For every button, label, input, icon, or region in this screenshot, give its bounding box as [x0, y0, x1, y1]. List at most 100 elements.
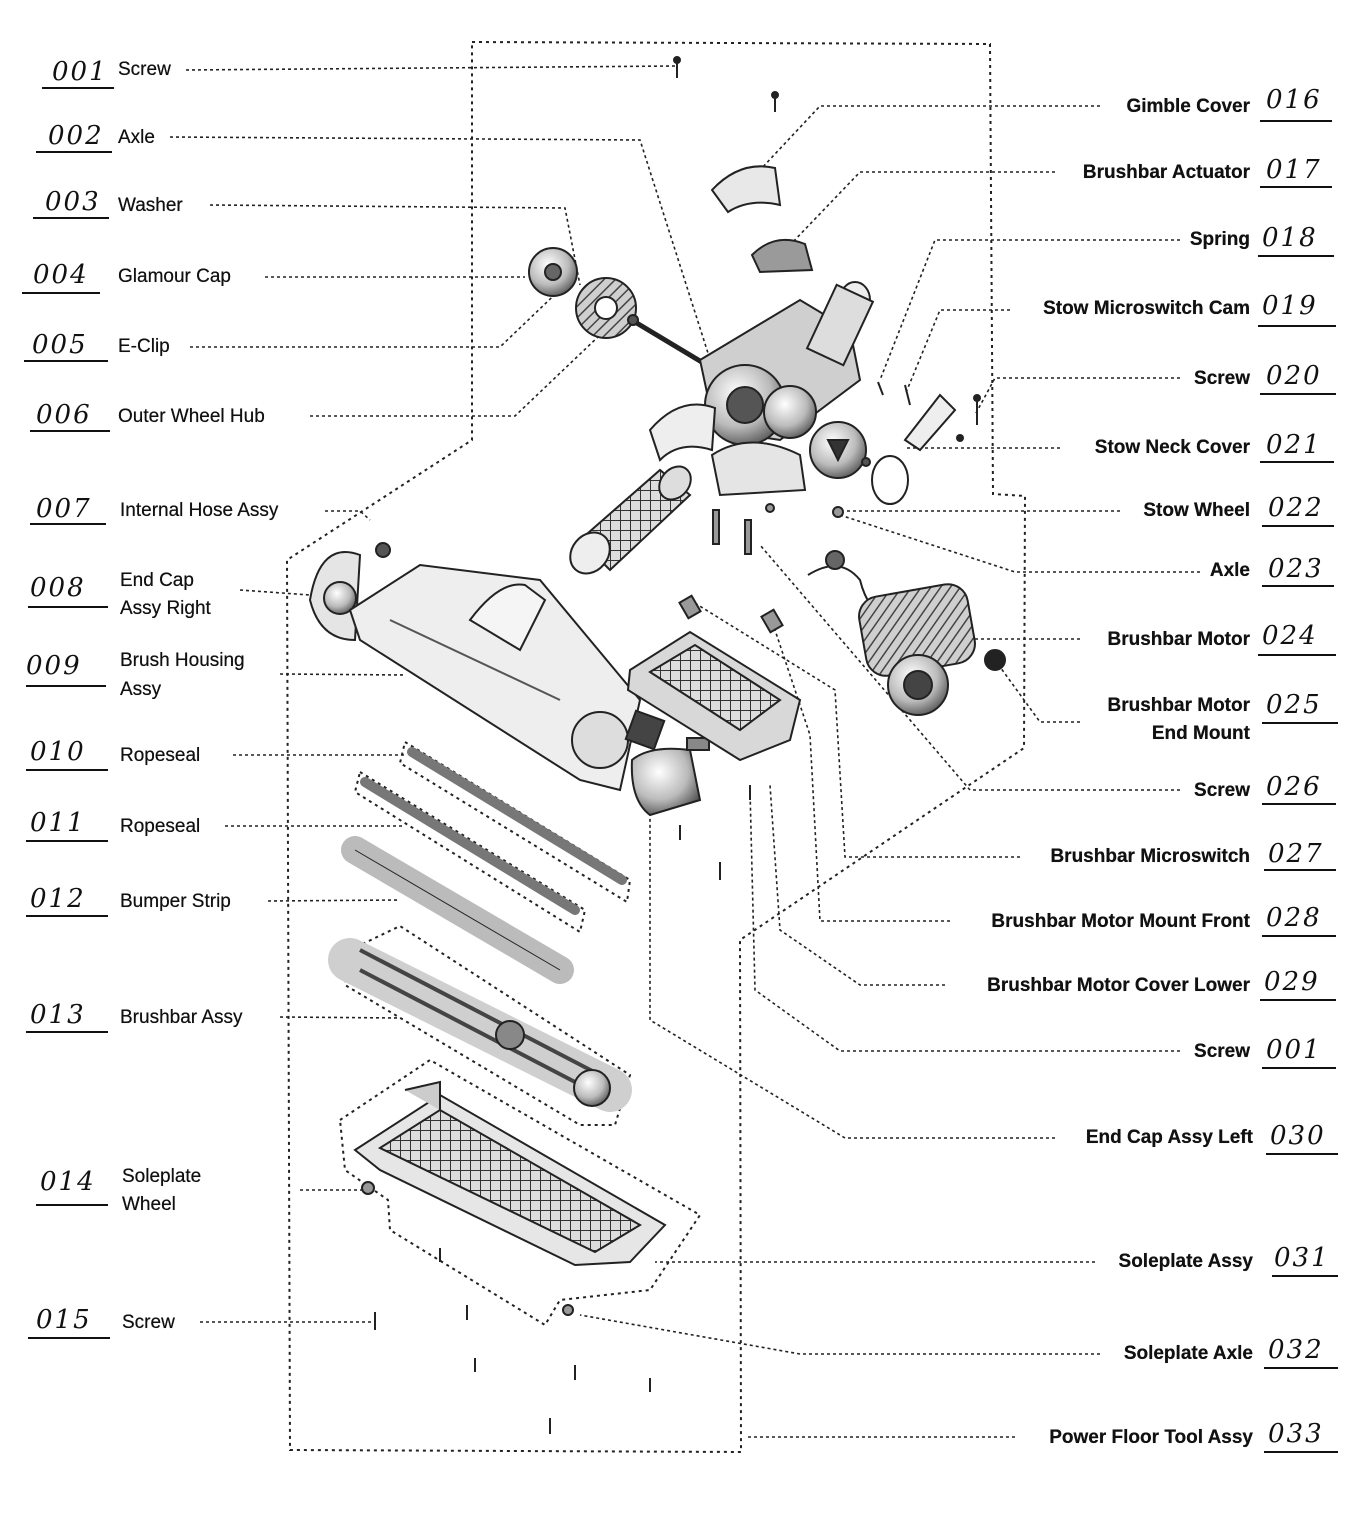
- part-name: Axle: [1209, 560, 1250, 581]
- part-number: 004: [33, 260, 89, 290]
- part-number: 031: [1274, 1243, 1330, 1273]
- part-name: Internal Hose Assy: [120, 500, 279, 521]
- part-name: Soleplate Assy: [1118, 1251, 1253, 1272]
- part-name-line2: End Mount: [1151, 723, 1250, 744]
- underline: [36, 151, 112, 153]
- part-name: Stow Neck Cover: [1094, 437, 1250, 458]
- part-number: 024: [1262, 621, 1318, 651]
- fasteners: [361, 503, 844, 1434]
- underline: [28, 1337, 110, 1339]
- part-name: Brushbar Actuator: [1082, 162, 1250, 183]
- part-name: Stow Wheel: [1143, 500, 1250, 521]
- underline: [24, 360, 108, 362]
- underline: [1272, 1275, 1338, 1277]
- underline: [1264, 1451, 1338, 1453]
- part-number: 009: [26, 651, 82, 681]
- part-name: Glamour Cap: [118, 266, 231, 287]
- part-name: Screw: [118, 59, 171, 80]
- part-number: 008: [30, 573, 86, 603]
- part-number: 017: [1266, 155, 1322, 185]
- internal-hose: [569, 465, 692, 575]
- part-name: Brushbar Motor Cover Lower: [987, 975, 1250, 996]
- part-name-line2: Assy: [120, 679, 162, 700]
- part-name: E-Clip: [118, 336, 170, 357]
- brushbar-motor: [807, 550, 1006, 716]
- part-number: 013: [30, 1000, 86, 1030]
- underline: [1262, 585, 1334, 587]
- underline: [28, 606, 108, 608]
- part-number: 018: [1262, 223, 1318, 253]
- underline: [26, 685, 106, 687]
- part-number: 001: [52, 57, 108, 87]
- underline: [26, 1031, 108, 1033]
- underline: [1260, 120, 1332, 122]
- leader-lines: [169, 65, 716, 1323]
- part-name-line2: Wheel: [122, 1194, 176, 1215]
- ropeseals: [341, 747, 627, 984]
- part-name: Ropeseal: [120, 745, 201, 766]
- part-number: 011: [30, 808, 86, 838]
- underline: [1262, 722, 1338, 724]
- part-name: Stow Microswitch Cam: [1043, 298, 1250, 319]
- part-name: Bumper Strip: [120, 891, 231, 912]
- part-name: Brushbar Motor: [1107, 629, 1251, 650]
- part-name: Power Floor Tool Assy: [1049, 1427, 1253, 1448]
- part-number: 028: [1266, 903, 1322, 933]
- underline: [1258, 255, 1334, 257]
- underline: [1262, 803, 1336, 805]
- part-name: Screw: [1194, 780, 1250, 801]
- underline: [26, 915, 108, 917]
- underline: [36, 1204, 108, 1206]
- part-name: Axle: [118, 127, 155, 148]
- assembly-outline: [285, 40, 1027, 1454]
- part-number: 029: [1264, 967, 1320, 997]
- part-number: 023: [1268, 554, 1324, 584]
- part-number: 010: [30, 737, 86, 767]
- underline: [1264, 869, 1336, 871]
- part-number: 016: [1266, 85, 1322, 115]
- underline: [1260, 999, 1336, 1001]
- part-number: 020: [1266, 361, 1322, 391]
- underline: [1266, 1153, 1338, 1155]
- part-number: 025: [1266, 690, 1322, 720]
- underline: [1260, 393, 1336, 395]
- underline: [1264, 1367, 1338, 1369]
- part-number: 019: [1262, 291, 1318, 321]
- part-name: Ropeseal: [120, 816, 201, 837]
- part-name: Washer: [118, 195, 183, 216]
- part-name: Brushbar Microswitch: [1050, 846, 1250, 867]
- part-number: 007: [36, 494, 92, 524]
- underline: [1258, 325, 1336, 327]
- brush-housing: [308, 542, 710, 817]
- underline: [1262, 525, 1334, 527]
- underline: [26, 769, 108, 771]
- underline: [26, 840, 108, 842]
- part-name: End Cap: [120, 570, 194, 591]
- part-name: Screw: [1194, 1041, 1250, 1062]
- brushbar-assy: [328, 938, 632, 1112]
- part-number: 021: [1266, 430, 1322, 460]
- underline: [22, 292, 100, 294]
- part-number: 003: [45, 187, 101, 217]
- underline: [42, 87, 114, 89]
- part-name: Soleplate: [122, 1166, 202, 1187]
- part-name: Brushbar Motor: [1107, 695, 1251, 716]
- part-name: Screw: [1194, 368, 1250, 389]
- part-number: 012: [30, 884, 86, 914]
- underline: [1262, 935, 1336, 937]
- part-name: Soleplate Axle: [1123, 1343, 1253, 1364]
- part-number: 006: [36, 400, 92, 430]
- underline: [33, 217, 109, 219]
- part-name: Brushbar Assy: [120, 1007, 243, 1028]
- underline: [30, 430, 110, 432]
- part-number: 002: [48, 121, 104, 151]
- gimble-assembly: [528, 56, 981, 505]
- underline: [1262, 1067, 1336, 1069]
- part-name: Screw: [122, 1312, 175, 1333]
- underline: [30, 523, 106, 525]
- soleplate: [353, 1080, 667, 1267]
- part-name-line2: Assy Right: [120, 598, 211, 619]
- part-number: 022: [1268, 493, 1324, 523]
- motor-cover-lower: [626, 630, 802, 762]
